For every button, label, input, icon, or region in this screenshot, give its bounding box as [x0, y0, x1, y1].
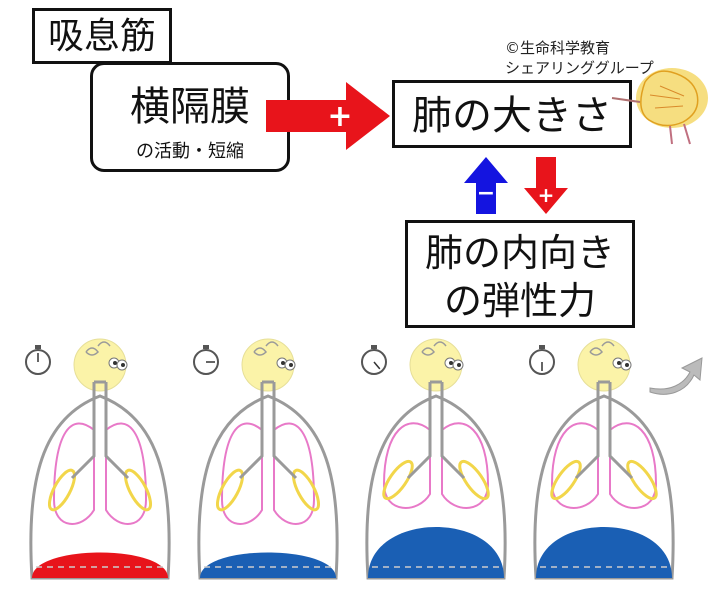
trachea: [406, 382, 466, 480]
diaphragm-to-lung-arrow-shape: [266, 82, 390, 150]
lung-size-box: 肺の大きさ: [392, 80, 632, 148]
head-icon: [577, 338, 632, 392]
lung-down-sign: +: [538, 183, 555, 207]
left-lung: [550, 422, 599, 509]
recoil-up-sign: −: [477, 181, 495, 206]
chest-wall: [197, 394, 339, 580]
stage-3: [361, 338, 507, 580]
diaphragm-box: 横隔膜 の活動・短縮: [90, 62, 290, 172]
stopwatch-icon: [25, 344, 51, 375]
recoil-up-arrow: −: [464, 157, 508, 214]
stage-4: [529, 338, 703, 580]
head-icon: [241, 338, 296, 392]
copyright-notice: ©生命科学教育 シェアリンググループ: [505, 38, 654, 78]
stopwatch-icon: [361, 344, 387, 375]
diaphragm-label: 横隔膜: [130, 84, 250, 130]
mascot-chick-icon: [611, 68, 708, 145]
right-lung: [609, 422, 658, 509]
left-muscle: [382, 459, 414, 501]
exhale-arrow-icon: [649, 357, 703, 395]
recoil-box: 肺の内向き の弾性力: [405, 220, 635, 328]
lung-down-arrow-shape: [524, 157, 568, 214]
chest-wall: [365, 394, 507, 580]
stage-2: [193, 338, 339, 580]
title-text: 吸息筋: [47, 16, 156, 57]
right-muscle: [123, 468, 153, 512]
copyright-line2: シェアリンググループ: [505, 59, 654, 77]
recoil-up-arrow-shape: [464, 157, 508, 214]
diaphragm-dome: [32, 552, 168, 578]
diaphragm-dome: [200, 552, 336, 578]
trachea: [70, 382, 130, 480]
stage-1: [25, 338, 171, 580]
recoil-label-line1: 肺の内向き: [424, 231, 615, 275]
left-muscle: [47, 468, 77, 512]
lung-size-label: 肺の大きさ: [412, 93, 612, 139]
chest-wall: [29, 394, 171, 580]
diaphragm-to-lung-arrow: +: [266, 82, 390, 150]
right-muscle: [291, 468, 321, 512]
stopwatch-icon: [529, 344, 555, 375]
title-box: 吸息筋: [32, 8, 172, 64]
lung-down-arrow: +: [524, 157, 568, 214]
trachea: [574, 382, 634, 480]
copyright-line1: ©生命科学教育: [505, 39, 611, 57]
left-muscle: [215, 468, 245, 512]
right-muscle: [626, 459, 658, 501]
recoil-label-line2: の弾性力: [443, 279, 596, 323]
head-icon: [409, 338, 464, 392]
chest-wall: [533, 394, 675, 580]
right-lung: [441, 422, 490, 509]
diaphragm-dome: [536, 527, 672, 578]
diaphragm-to-lung-sign: +: [327, 99, 352, 134]
left-lung: [382, 422, 431, 509]
trachea: [238, 382, 298, 480]
stopwatch-icon: [193, 344, 219, 375]
head-icon: [73, 338, 128, 392]
left-muscle: [550, 459, 582, 501]
diaphragm-dome: [368, 527, 504, 578]
diaphragm-sublabel: の活動・短縮: [136, 141, 244, 162]
right-muscle: [458, 459, 490, 501]
